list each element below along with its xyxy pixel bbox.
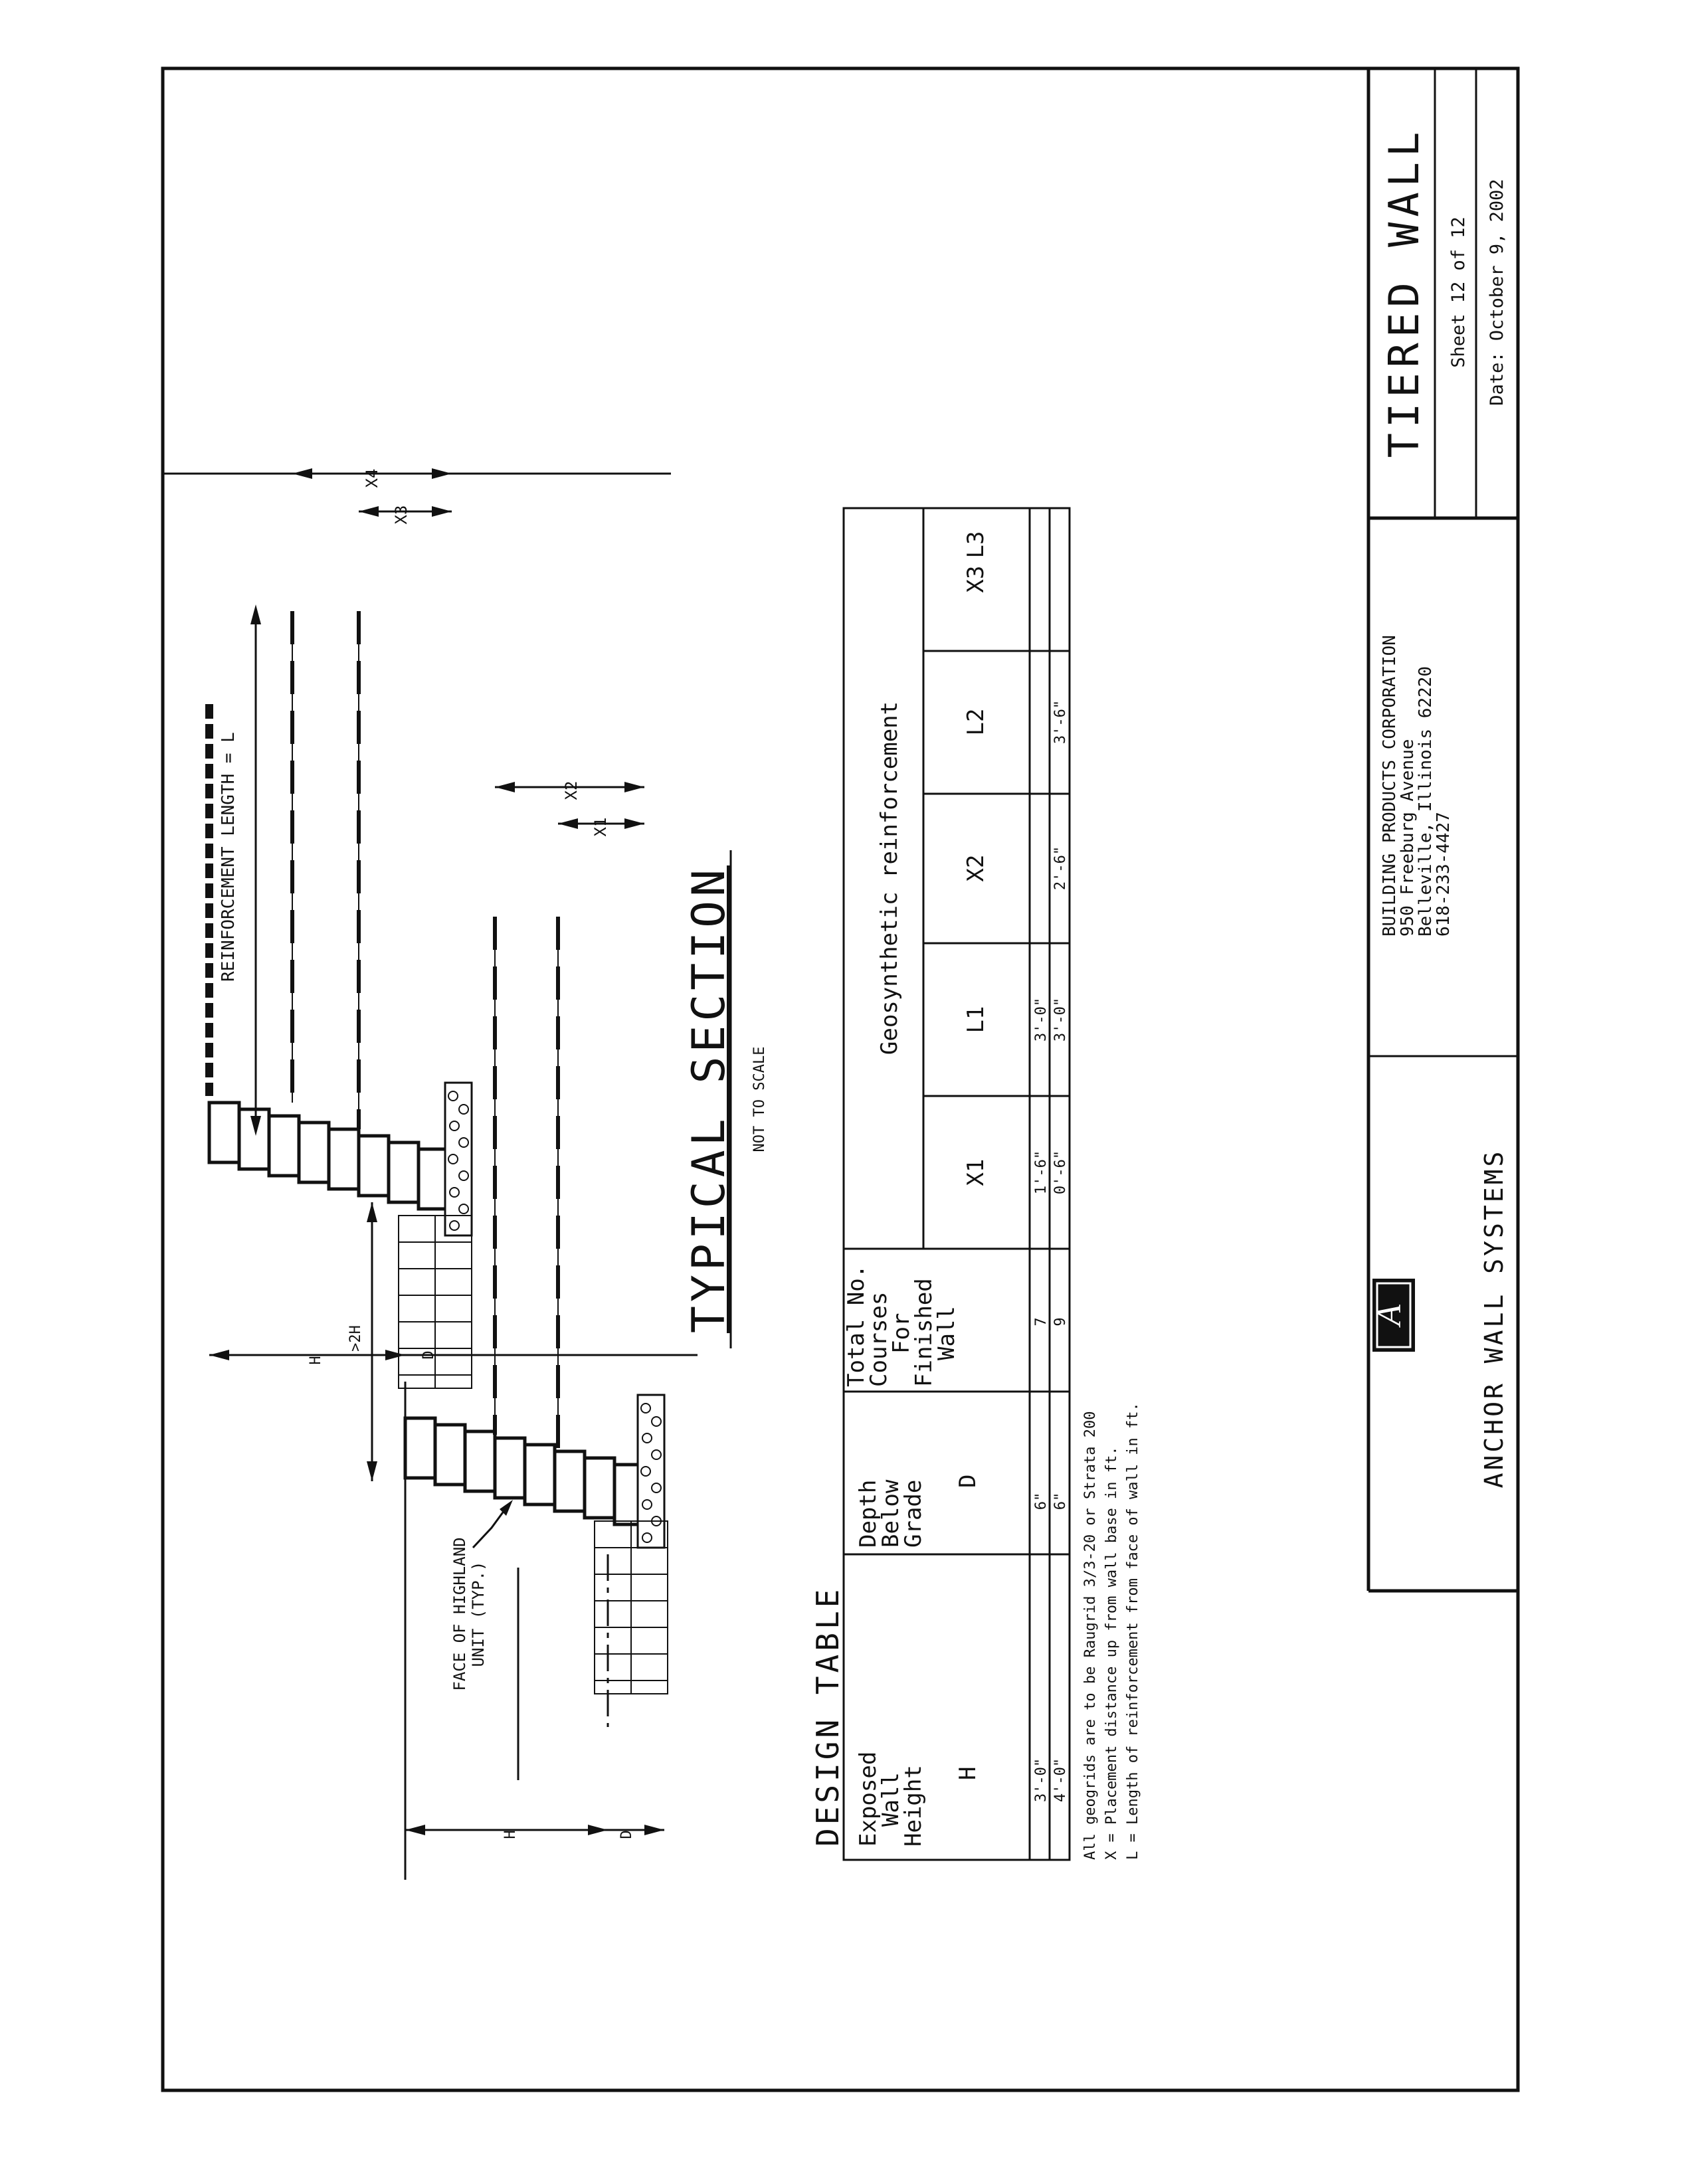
company-name: BUILDING PRODUCTS CORPORATION <box>1380 635 1400 937</box>
title-text: TIERED WALL <box>1380 127 1428 458</box>
dim-x2: X2 <box>562 781 581 800</box>
wall-block <box>523 1443 557 1506</box>
wall-block <box>387 1140 421 1204</box>
svg-text:0'-6": 0'-6" <box>1052 1150 1069 1194</box>
hdr-x1: X1 <box>963 1159 989 1186</box>
hdr-c-4: Finished <box>911 1278 937 1387</box>
table-row: 3'-0" 6" 7 1'-6" 3'-0" <box>1033 998 1050 1802</box>
hdr-x2: X2 <box>963 855 989 882</box>
wall-block <box>583 1456 616 1520</box>
hdr-c-2: Courses <box>866 1292 892 1387</box>
wall-block <box>493 1436 527 1500</box>
design-table: DESIGN TABLE Exposed Wall Height H Depth… <box>810 507 1071 1861</box>
svg-text:6": 6" <box>1033 1493 1050 1510</box>
svg-text:3'-0": 3'-0" <box>1033 1758 1050 1802</box>
svg-text:1'-6": 1'-6" <box>1033 1150 1050 1194</box>
svg-text:3'-6": 3'-6" <box>1052 700 1069 744</box>
hdr-d-2: Below <box>878 1479 904 1548</box>
wall-block <box>553 1449 587 1513</box>
svg-text:4'-0": 4'-0" <box>1052 1758 1069 1802</box>
svg-text:2'-6": 2'-6" <box>1052 846 1069 890</box>
dim-x4: X4 <box>363 469 381 488</box>
design-table-title: DESIGN TABLE <box>810 1586 846 1847</box>
hdr-c-3: For <box>888 1313 915 1354</box>
hdr-h-3: Height <box>900 1765 927 1847</box>
brick-hatch <box>594 1520 668 1694</box>
anchor-logo-icon: A <box>1370 1279 1415 1352</box>
wall-block <box>357 1134 391 1198</box>
sheet-date: Date: October 9, 2002 <box>1487 179 1507 405</box>
hdr-l1: L1 <box>963 1006 989 1034</box>
dim-d-lower: D <box>618 1830 635 1839</box>
hdr-h-2: Wall <box>878 1772 904 1827</box>
hdr-group: Geosynthetic reinforcement <box>876 701 903 1055</box>
hdr-c-1: Total No. <box>843 1265 870 1387</box>
hdr-l2: L2 <box>963 709 989 736</box>
wall-block <box>433 1423 467 1487</box>
wall-block <box>267 1114 301 1178</box>
sheet-number: Sheet 12 of 12 <box>1448 217 1469 368</box>
svg-text:6": 6" <box>1052 1493 1069 1510</box>
hdr-x3: X3 <box>963 566 989 593</box>
wall-block <box>463 1429 497 1493</box>
svg-text:9: 9 <box>1052 1317 1069 1326</box>
brick-hatch <box>398 1215 472 1389</box>
hdr-h-4: H <box>955 1767 981 1780</box>
hdr-h-1: Exposed <box>855 1752 882 1847</box>
notes: All geogrids are to be Raugrid 3/3-20 or… <box>1082 1402 1141 1860</box>
section-subtitle: NOT TO SCALE <box>751 1047 768 1152</box>
company-phone: 618-233-4427 <box>1434 812 1454 937</box>
dim-2h: >2H <box>347 1325 364 1352</box>
dim-h-lower: H <box>502 1830 519 1839</box>
reinforcement-length-label: REINFORCEMENT LENGTH = L <box>219 732 238 982</box>
hdr-d-3: Grade <box>900 1480 927 1548</box>
note-1: All geogrids are to be Raugrid 3/3-20 or… <box>1082 1411 1099 1860</box>
svg-text:A: A <box>1370 1305 1408 1328</box>
note-2: X = Placement distance up from wall base… <box>1103 1446 1120 1860</box>
wall-block <box>207 1101 241 1164</box>
note-3: L = Length of reinforcement from face of… <box>1125 1402 1141 1860</box>
sheet-border <box>161 66 1520 2092</box>
dim-h-upper: H <box>308 1356 324 1364</box>
hdr-l3: L3 <box>963 531 989 559</box>
svg-text:7: 7 <box>1033 1317 1050 1326</box>
wall-block <box>417 1147 450 1211</box>
dim-x1: X1 <box>591 818 610 837</box>
wall-block <box>297 1121 331 1184</box>
company-address: 950 Freeburg Avenue <box>1398 739 1418 937</box>
svg-text:3'-0": 3'-0" <box>1033 998 1050 1042</box>
table-row: 4'-0" 6" 9 0'-6" 3'-0" 2'-6" 3'-6" <box>1052 700 1069 1802</box>
face-label-1: FACE OF HIGHLAND <box>450 1537 469 1690</box>
hdr-d-4: D <box>955 1475 981 1488</box>
hdr-c-5: Wall <box>933 1306 960 1360</box>
face-label-2: UNIT (TYP.) <box>469 1562 488 1667</box>
typical-section: REINFORCEMENT LENGTH = L X4 X3 X2 X1 <box>163 468 768 1880</box>
wall-block <box>403 1416 437 1480</box>
brand-name: ANCHOR WALL SYSTEMS <box>1479 1149 1509 1489</box>
dim-d-upper: D <box>421 1350 437 1359</box>
section-title: TYPICAL SECTION <box>683 865 735 1333</box>
title-block: TIERED WALL Sheet 12 of 12 Date: October… <box>1366 68 1518 1593</box>
hdr-d-1: Depth <box>855 1480 882 1548</box>
company-city: Belleville, Illinois 62220 <box>1416 666 1436 937</box>
wall-block <box>327 1127 361 1191</box>
svg-text:3'-0": 3'-0" <box>1052 998 1069 1042</box>
dim-x3: X3 <box>392 505 411 525</box>
